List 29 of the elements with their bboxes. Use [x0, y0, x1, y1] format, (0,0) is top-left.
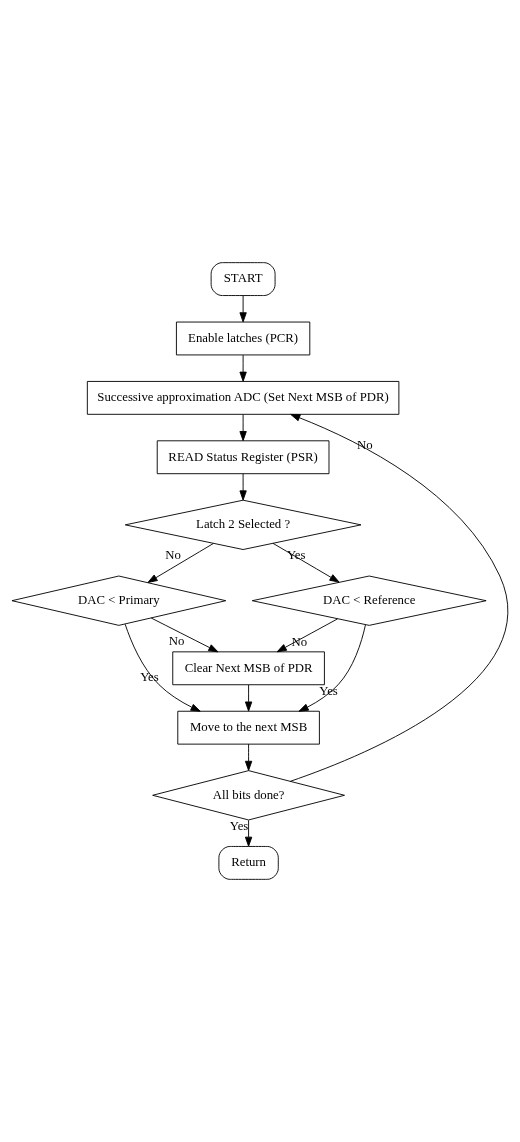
node-box: Enable latches (PCR): [175, 321, 311, 356]
arrow: [150, 617, 219, 653]
edge-label: Yes: [229, 818, 249, 833]
arrow: [298, 624, 366, 712]
node-box: Return: [218, 846, 279, 880]
arrow: [276, 618, 338, 653]
arrow: [244, 743, 253, 771]
arrow: [239, 354, 247, 382]
arrow: [124, 623, 201, 712]
edge-label: No: [168, 634, 185, 649]
edge-label: Yes: [140, 670, 159, 685]
arrow: [244, 684, 253, 712]
edge-label: Yes: [319, 683, 338, 698]
arrow: [147, 543, 214, 583]
node-diamond: All bits done?: [152, 770, 345, 821]
node-box: Successive approximation ADC (Set Next MSB of PDR): [86, 380, 400, 415]
edge-label: No: [165, 548, 181, 563]
arrow: [244, 819, 253, 847]
edge-label: No: [291, 634, 308, 649]
node-box: Clear Next MSB of PDR: [172, 651, 325, 686]
node-box: READ Status Register (PSR): [156, 440, 330, 475]
arrow: [272, 542, 340, 583]
node-diamond: Latch 2 Selected ?: [124, 499, 362, 550]
arrow: [239, 414, 247, 442]
node-box: START: [210, 262, 276, 296]
arrow: [239, 295, 247, 323]
arrow: [289, 413, 508, 782]
node-box: Move to the next MSB: [177, 710, 320, 745]
arrow: [239, 473, 247, 501]
